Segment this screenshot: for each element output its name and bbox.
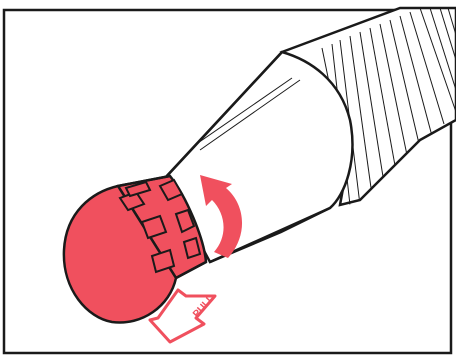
outline-pull-arrow-icon — [148, 288, 217, 344]
red-cap — [62, 174, 208, 324]
frame-border — [2, 8, 453, 355]
curved-rotate-arrow-icon — [200, 175, 243, 258]
